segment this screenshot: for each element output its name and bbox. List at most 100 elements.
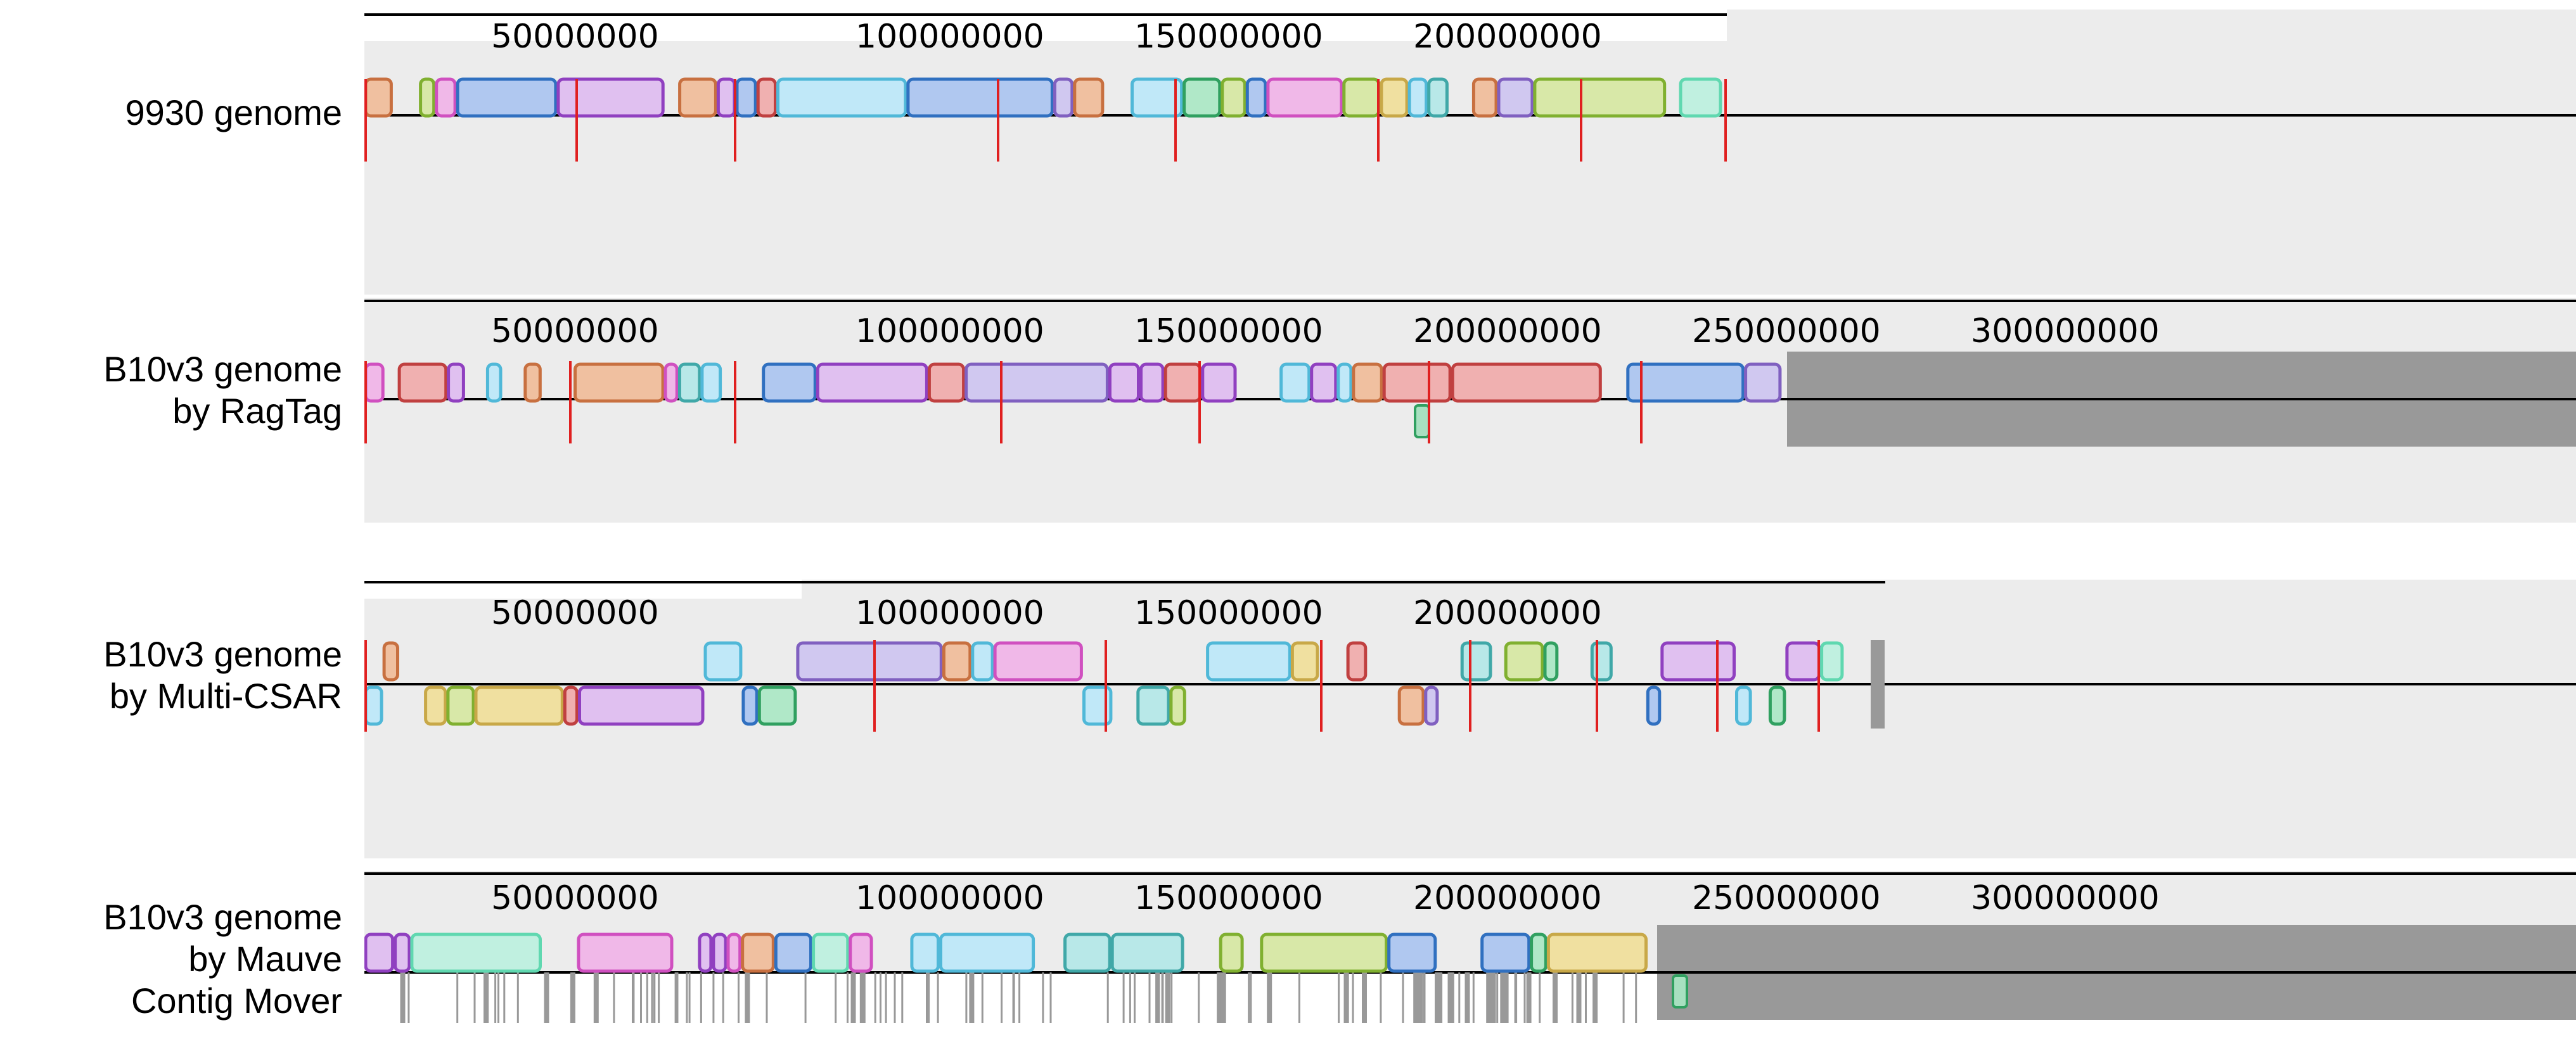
- lcb-block: [910, 933, 940, 973]
- lcb-block: [1397, 685, 1425, 726]
- lcb-block: [712, 933, 727, 973]
- alignment-panel: 50000000 100000000 150000000 200000000 2…: [364, 298, 2576, 523]
- lcb-block: [774, 933, 812, 973]
- tick-label: 50000000: [491, 18, 659, 56]
- lcb-block: [1136, 685, 1170, 726]
- tick-label: 200000000: [1413, 312, 1602, 350]
- tick-label: 250000000: [1692, 312, 1881, 350]
- lcb-block: [1387, 933, 1437, 973]
- lcb-block: [756, 77, 778, 118]
- lcb-block: [971, 641, 994, 682]
- lcb-block: [578, 685, 705, 726]
- tick-label: 50000000: [491, 879, 659, 917]
- tick-label: 200000000: [1413, 594, 1602, 632]
- lcb-block: [1533, 77, 1667, 118]
- lcb-block: [1336, 362, 1353, 403]
- lcb-block: [942, 641, 972, 682]
- lcb-block: [757, 685, 797, 726]
- tick-label: 150000000: [1134, 879, 1323, 917]
- track-multicsar: 50000000 100000000 150000000 200000000: [364, 580, 2576, 858]
- lcb-block: [776, 77, 907, 118]
- label-line: by Mauve: [188, 939, 342, 979]
- tick-label: 100000000: [855, 879, 1044, 917]
- lcb-block: [1497, 77, 1534, 118]
- lcb-block: [1590, 641, 1613, 682]
- track-label-mauve: B10v3 genome by Mauve Contig Mover: [0, 896, 342, 1022]
- lcb-block: [1279, 362, 1311, 403]
- lcb-block: [677, 362, 702, 403]
- lcb-block: [419, 77, 436, 118]
- lcb-block: [1266, 77, 1343, 118]
- lcb-block: [556, 77, 665, 118]
- tick-label: 50000000: [491, 312, 659, 350]
- contig-boundaries: [400, 972, 1637, 1023]
- lcb-block: [577, 933, 674, 973]
- lcb-block: [1310, 362, 1338, 403]
- lcb-block: [1169, 685, 1186, 726]
- lcb-block: [906, 77, 1054, 118]
- lcb-block: [1660, 641, 1736, 682]
- label-line: B10v3 genome: [103, 897, 342, 937]
- lcb-block: [796, 641, 943, 682]
- lcb-block: [1504, 641, 1544, 682]
- lcb-block: [698, 933, 713, 973]
- lcb-block: [1460, 641, 1492, 682]
- lcb-block: [1380, 77, 1409, 118]
- lcb-block: [364, 362, 385, 403]
- lcb-blocks: [364, 933, 1648, 973]
- lcb-block: [703, 641, 743, 682]
- tick-label: 150000000: [1134, 312, 1323, 350]
- label-line: by Multi-CSAR: [109, 676, 342, 716]
- lcb-block: [1346, 641, 1368, 682]
- lcb-block: [394, 933, 411, 973]
- inverted-block: [1414, 404, 1430, 438]
- tick-label: 200000000: [1413, 879, 1602, 917]
- track-label-ragtag: B10v3 genome by RagTag: [0, 348, 342, 432]
- lcb-block: [964, 362, 1109, 403]
- unaligned-region: [1871, 640, 1885, 729]
- lcb-block: [1053, 77, 1074, 118]
- lcb-block: [1342, 77, 1381, 118]
- lcb-block: [1290, 641, 1319, 682]
- lcb-block: [1082, 685, 1113, 726]
- lcb-block: [1735, 685, 1752, 726]
- lcb-block: [474, 685, 564, 726]
- lcb-blocks: [364, 77, 1722, 118]
- lcb-block: [410, 933, 542, 973]
- lcb-block: [382, 641, 399, 682]
- lcb-block: [1820, 641, 1844, 682]
- lcb-block: [485, 362, 503, 403]
- tick-label: 100000000: [855, 312, 1044, 350]
- track-ragtag: 50000000 100000000 150000000 200000000 2…: [364, 298, 2576, 523]
- tick-label: 300000000: [1971, 879, 2160, 917]
- lcb-block: [1182, 77, 1222, 118]
- lcb-block: [741, 685, 759, 726]
- lcb-block: [1206, 641, 1291, 682]
- lcb-block: [1546, 933, 1648, 973]
- lcb-block: [1407, 77, 1428, 118]
- lcb-block: [1471, 77, 1498, 118]
- lcb-block: [1110, 933, 1184, 973]
- lcb-block: [1480, 933, 1531, 973]
- lcb-block: [1221, 77, 1246, 118]
- lcb-block: [1108, 362, 1141, 403]
- lcb-block: [735, 77, 757, 118]
- label-line: B10v3 genome: [103, 349, 342, 389]
- lcb-block: [678, 77, 717, 118]
- lcb-block: [939, 933, 1035, 973]
- contig-boundaries: [364, 79, 1727, 162]
- tick-label: 250000000: [1692, 879, 1881, 917]
- tick-label: 150000000: [1134, 594, 1323, 632]
- lcb-block: [1245, 77, 1267, 118]
- lcb-block: [364, 77, 393, 118]
- lcb-block: [364, 685, 383, 726]
- lcb-block: [741, 933, 775, 973]
- lcb-block: [762, 362, 817, 403]
- alignment-panel: 50000000 100000000 150000000 200000000: [364, 580, 2576, 858]
- lcb-block: [812, 933, 850, 973]
- tick-label: 100000000: [855, 18, 1044, 56]
- lcb-block: [1063, 933, 1112, 973]
- inverted-block: [1672, 974, 1688, 1009]
- label-line: B10v3 genome: [103, 634, 342, 674]
- lcb-block: [1451, 362, 1602, 403]
